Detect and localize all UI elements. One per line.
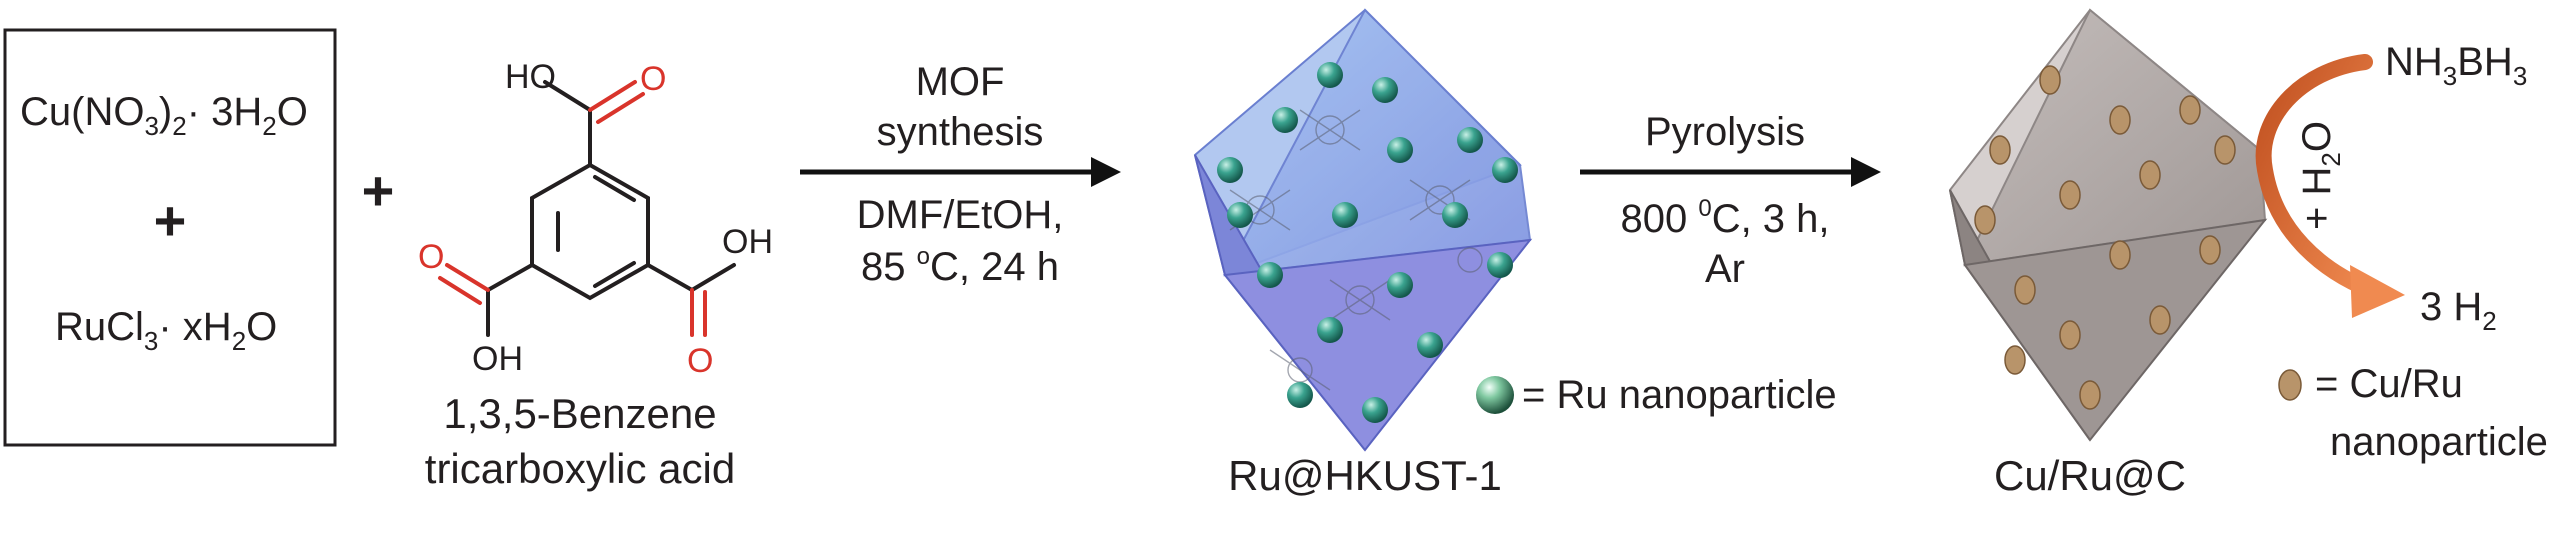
- ru-hkust1-octahedron: [1193, 8, 1533, 452]
- step1-above-line2: synthesis: [877, 110, 1044, 154]
- ru-particles: [1217, 62, 1518, 423]
- plus-sign-inner: +: [154, 189, 187, 252]
- mof-lattice-pattern: [1229, 109, 1483, 391]
- hydrogen-product-label: 3 H2: [2420, 285, 2497, 336]
- step1-above-line1: MOF: [916, 60, 1005, 104]
- copper-nitrate-formula: Cu(NO3)2· 3H2O: [20, 90, 308, 141]
- reactant-box: [3, 28, 337, 447]
- hydrolysis-arrow: [2255, 54, 2378, 298]
- cu-ru-legend-particle: [2278, 369, 2302, 401]
- cu-ru-carbon-label: Cu/Ru@C: [1994, 452, 2186, 499]
- linker-name-line2: tricarboxylic acid: [425, 445, 735, 492]
- cu-ru-legend-line2: nanoparticle: [2330, 420, 2548, 464]
- linker-name-line1: 1,3,5-Benzene: [443, 390, 716, 437]
- cu-ru-legend-line1: = Cu/Ru: [2315, 362, 2463, 406]
- step2-atmosphere: Ar: [1705, 247, 1745, 291]
- ru-legend-text: = Ru nanoparticle: [1522, 373, 1837, 417]
- cu-ru-carbon-octahedron: [1948, 8, 2268, 442]
- hydrolysis-arrow-head: [2350, 265, 2405, 318]
- plus-sign-outer: +: [362, 159, 395, 222]
- atom-ho-top: HO: [505, 58, 556, 96]
- cu-ru-particles: [1974, 65, 2236, 410]
- step2-conditions: 800 0C, 3 h,: [1620, 195, 1829, 241]
- ru-legend-sphere: [1476, 376, 1514, 414]
- water-label: + H2O: [2295, 121, 2346, 230]
- ammonia-borane-label: NH3BH3: [2385, 40, 2527, 91]
- benzene-tricarboxylic-acid-structure: [438, 80, 736, 337]
- atom-oh-left: OH: [472, 340, 523, 378]
- step2-above: Pyrolysis: [1645, 110, 1805, 154]
- atom-o-left: O: [418, 238, 444, 276]
- step1-conditions: 85 oC, 24 h: [861, 243, 1059, 289]
- ru-hkust1-label: Ru@HKUST-1: [1228, 452, 1502, 499]
- atom-oh-right: OH: [722, 223, 773, 261]
- atom-o-top: O: [640, 60, 666, 98]
- step1-below-line1: DMF/EtOH,: [857, 193, 1064, 237]
- ruthenium-chloride-formula: RuCl3· xH2O: [55, 305, 277, 356]
- atom-o-right: O: [687, 342, 713, 380]
